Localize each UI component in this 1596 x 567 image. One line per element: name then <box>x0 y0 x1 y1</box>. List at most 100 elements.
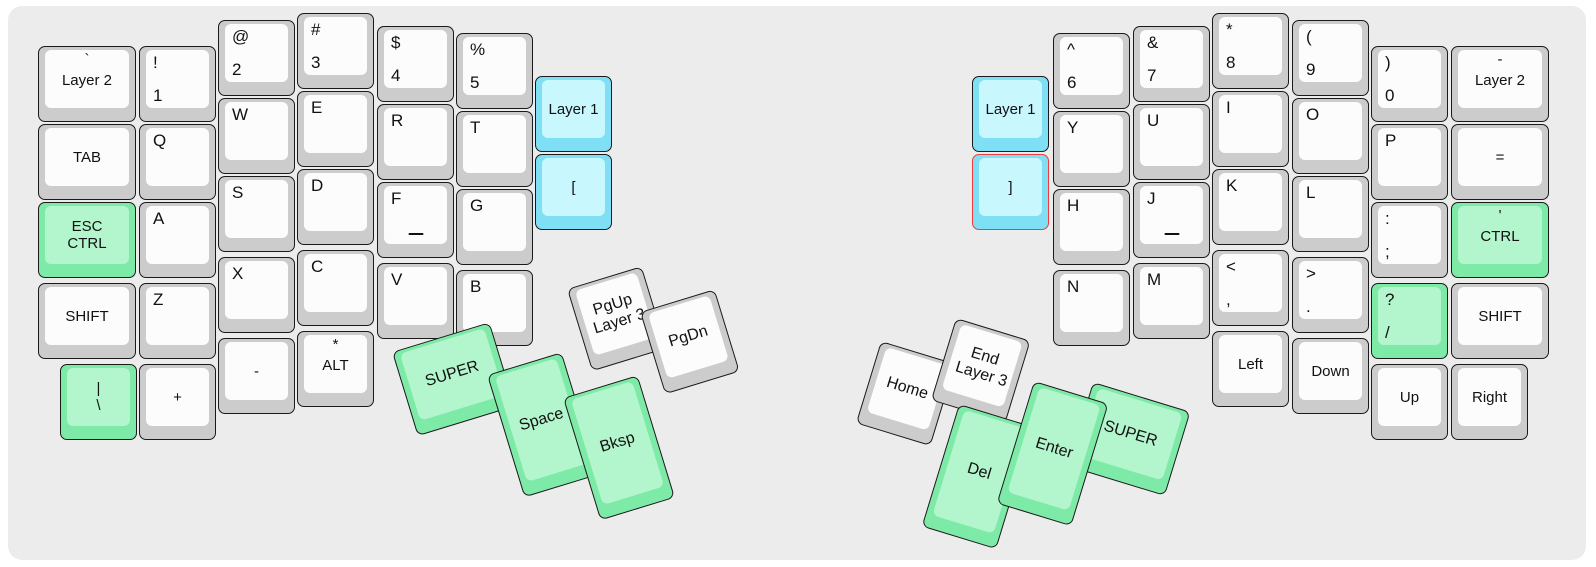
key-cap: Y <box>1060 115 1123 173</box>
key-ctrl[interactable]: 'CTRL <box>1451 202 1549 278</box>
key-cap: Down <box>1299 342 1362 400</box>
key-layer-2[interactable]: `Layer 2 <box>38 46 136 122</box>
key-6[interactable]: ^6 <box>1053 33 1130 109</box>
key-left[interactable]: Left <box>1212 331 1289 407</box>
key-legend-primary: L <box>1306 183 1316 202</box>
key-cap: `Layer 2 <box>45 50 129 108</box>
key-legend: [ <box>542 158 605 216</box>
key-3[interactable]: #3 <box>297 13 374 89</box>
key-cap: -Layer 2 <box>1458 50 1542 108</box>
key-cap: &7 <box>1140 30 1203 88</box>
key-shift[interactable]: SHIFT <box>38 283 136 359</box>
key-legend-secondary: - <box>254 362 259 380</box>
key-key[interactable]: [ <box>535 154 612 230</box>
key-key[interactable]: = <box>1451 124 1549 200</box>
key-t[interactable]: T <box>456 111 533 187</box>
key-tab[interactable]: TAB <box>38 124 136 200</box>
key-cap: X <box>225 261 288 319</box>
key-legend: `Layer 2 <box>45 50 129 108</box>
key-e[interactable]: E <box>297 91 374 167</box>
key-legend: N <box>1060 274 1123 332</box>
key-k[interactable]: K <box>1212 169 1289 245</box>
key-key[interactable]: ] <box>972 154 1049 230</box>
key-key[interactable]: >. <box>1292 257 1369 333</box>
key-y[interactable]: Y <box>1053 111 1130 187</box>
key-legend-primary: # <box>311 20 321 39</box>
key-up[interactable]: Up <box>1371 364 1448 440</box>
key-u[interactable]: U <box>1133 104 1210 180</box>
key-key[interactable]: |\ <box>60 364 137 440</box>
key-legend-primary: ( <box>1306 27 1312 46</box>
key-s[interactable]: S <box>218 176 295 252</box>
key-4[interactable]: $4 <box>377 26 454 102</box>
key-legend: TAB <box>45 128 129 186</box>
key-legend: |\ <box>67 368 130 426</box>
key-legend: E <box>304 95 367 153</box>
key-w[interactable]: W <box>218 98 295 174</box>
homing-bar-icon <box>1164 232 1179 235</box>
key-cap: C <box>304 254 367 312</box>
key-g[interactable]: G <box>456 189 533 265</box>
key-cap: V <box>384 267 447 325</box>
key-i[interactable]: I <box>1212 91 1289 167</box>
key-2[interactable]: @2 <box>218 20 295 96</box>
key-legend-secondary: . <box>1306 296 1311 316</box>
key-legend-primary: E <box>311 98 323 117</box>
key-r[interactable]: R <box>377 104 454 180</box>
key-v[interactable]: V <box>377 263 454 339</box>
key-f[interactable]: F <box>377 182 454 258</box>
key-legend-secondary: , <box>1226 289 1231 309</box>
key-legend: >. <box>1299 261 1362 319</box>
key-x[interactable]: X <box>218 257 295 333</box>
key-j[interactable]: J <box>1133 182 1210 258</box>
key-cap: |\ <box>67 368 130 426</box>
key-n[interactable]: N <box>1053 270 1130 346</box>
key-key[interactable]: + <box>139 364 216 440</box>
key-8[interactable]: *8 <box>1212 13 1289 89</box>
key-right[interactable]: Right <box>1451 364 1528 440</box>
key-legend: I <box>1219 95 1282 153</box>
key-legend-primary: R <box>391 111 404 130</box>
key-legend-secondary: SHIFT <box>65 307 109 325</box>
key-d[interactable]: D <box>297 169 374 245</box>
key--[interactable]: - <box>218 338 295 414</box>
key-0[interactable]: )0 <box>1371 46 1448 122</box>
key-h[interactable]: H <box>1053 189 1130 265</box>
key-layer-2[interactable]: -Layer 2 <box>1451 46 1549 122</box>
key-9[interactable]: (9 <box>1292 20 1369 96</box>
key-5[interactable]: %5 <box>456 33 533 109</box>
key-key[interactable]: :; <box>1371 202 1448 278</box>
key-m[interactable]: M <box>1133 263 1210 339</box>
key-layer-1[interactable]: Layer 1 <box>972 76 1049 152</box>
key-c[interactable]: C <box>297 250 374 326</box>
key-legend-primary: A <box>153 209 165 228</box>
key-l[interactable]: L <box>1292 176 1369 252</box>
key-shift[interactable]: SHIFT <box>1451 283 1549 359</box>
key-layer-1[interactable]: Layer 1 <box>535 76 612 152</box>
key-key[interactable]: <, <box>1212 250 1289 326</box>
key-legend-primary: H <box>1067 196 1080 215</box>
key-7[interactable]: &7 <box>1133 26 1210 102</box>
key-cap: (9 <box>1299 24 1362 82</box>
key-legend-primary: | <box>96 380 101 398</box>
key-legend: G <box>463 193 526 251</box>
key-alt[interactable]: *ALT <box>297 331 374 407</box>
key-legend-primary: V <box>391 270 403 289</box>
key-cap: %5 <box>463 37 526 95</box>
key-p[interactable]: P <box>1371 124 1448 200</box>
key-legend-primary: ! <box>153 53 158 72</box>
key-z[interactable]: Z <box>139 283 216 359</box>
key-cap: O <box>1299 102 1362 160</box>
key-legend: W <box>225 102 288 160</box>
key-1[interactable]: !1 <box>139 46 216 122</box>
key-key[interactable]: ?/ <box>1371 283 1448 359</box>
key-down[interactable]: Down <box>1292 338 1369 414</box>
key-a[interactable]: A <box>139 202 216 278</box>
key-cap: $4 <box>384 30 447 88</box>
key-cap: K <box>1219 173 1282 231</box>
key-o[interactable]: O <box>1292 98 1369 174</box>
key-cap: M <box>1140 267 1203 325</box>
key-q[interactable]: Q <box>139 124 216 200</box>
